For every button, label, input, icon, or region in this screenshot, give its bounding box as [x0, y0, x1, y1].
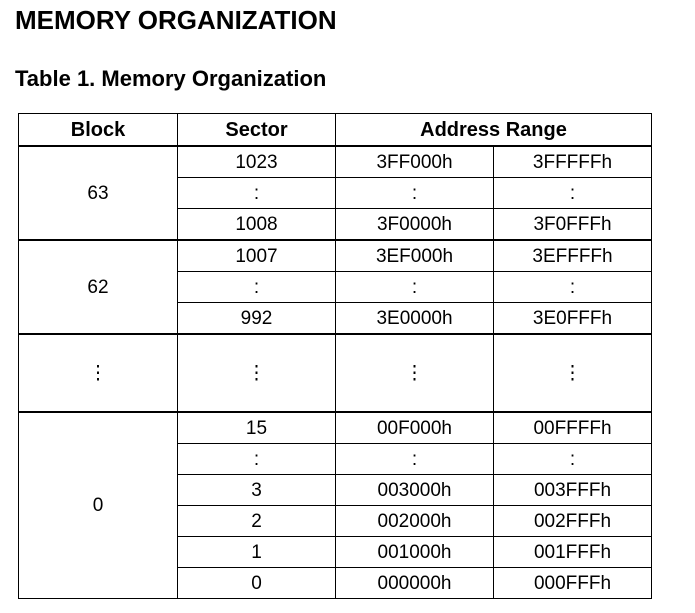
ellipsis-block-cell: ⋮: [18, 333, 178, 413]
vertical-ellipsis: ⋮: [247, 362, 266, 384]
sector-cell: 1008: [177, 208, 336, 241]
sector-cell: 992: [177, 302, 336, 335]
table-caption: Table 1. Memory Organization: [15, 66, 327, 91]
address-end-cell: 001FFFh: [493, 536, 652, 568]
address-end-cell: 3FFFFFh: [493, 145, 652, 178]
table-row: : : :: [19, 271, 652, 303]
header-address-range: Address Range: [335, 113, 652, 147]
sector-cell: 1023: [177, 145, 336, 178]
table-row: : : :: [19, 443, 652, 475]
sector-cell: 3: [177, 474, 336, 506]
ellipsis-sector-cell: ⋮: [177, 333, 336, 413]
address-end-cell: :: [493, 443, 652, 475]
sector-cell: 1: [177, 536, 336, 568]
address-start-cell: 002000h: [335, 505, 494, 537]
table-row: 1 001000h 001FFFh: [19, 536, 652, 568]
sector-cell: :: [177, 443, 336, 475]
address-start-cell: 3FF000h: [335, 145, 494, 178]
ellipsis-start-cell: ⋮: [335, 333, 494, 413]
table-row: 1008 3F0000h 3F0FFFh: [19, 208, 652, 241]
address-end-cell: 003FFFh: [493, 474, 652, 506]
table-row: 0 15 00F000h 00FFFFh: [18, 411, 652, 599]
sector-cell: 15: [177, 411, 336, 444]
table-row-ellipsis: ⋮ ⋮ ⋮ ⋮: [18, 333, 652, 413]
address-start-cell: 000000h: [335, 567, 494, 599]
block-cell-0: 0: [18, 411, 178, 599]
sector-cell: 0: [177, 567, 336, 599]
address-end-cell: :: [493, 177, 652, 209]
address-start-cell: 003000h: [335, 474, 494, 506]
block-cell-63: 63: [18, 145, 178, 241]
table-header-row: Block Sector Address Range: [18, 113, 652, 147]
address-end-cell: 3EFFFFh: [493, 239, 652, 272]
table-row: 2 002000h 002FFFh: [19, 505, 652, 537]
address-start-cell: 3E0000h: [335, 302, 494, 335]
sector-cell: :: [177, 177, 336, 209]
header-sector: Sector: [177, 113, 336, 147]
address-start-cell: :: [335, 177, 494, 209]
header-block: Block: [18, 113, 178, 147]
vertical-ellipsis: ⋮: [88, 362, 108, 384]
ellipsis-end-cell: ⋮: [493, 333, 652, 413]
address-end-cell: :: [493, 271, 652, 303]
address-start-cell: 3F0000h: [335, 208, 494, 241]
sector-cell: 1007: [177, 239, 336, 272]
page-heading: MEMORY ORGANIZATION: [15, 5, 337, 35]
address-end-cell: 000FFFh: [493, 567, 652, 599]
address-start-cell: :: [335, 443, 494, 475]
table-row: 0 000000h 000FFFh: [19, 567, 652, 599]
address-end-cell: 00FFFFh: [493, 411, 652, 444]
address-start-cell: 00F000h: [335, 411, 494, 444]
address-start-cell: 001000h: [335, 536, 494, 568]
memory-organization-table: Block Sector Address Range 63 1023 3FF00…: [18, 113, 652, 599]
address-end-cell: 3F0FFFh: [493, 208, 652, 241]
address-start-cell: :: [335, 271, 494, 303]
sector-cell: 2: [177, 505, 336, 537]
table-row: : : :: [19, 177, 652, 209]
block-cell-62: 62: [18, 239, 178, 335]
address-start-cell: 3EF000h: [335, 239, 494, 272]
vertical-ellipsis: ⋮: [405, 362, 424, 384]
vertical-ellipsis: ⋮: [563, 362, 582, 384]
address-end-cell: 3E0FFFh: [493, 302, 652, 335]
address-end-cell: 002FFFh: [493, 505, 652, 537]
sector-cell: :: [177, 271, 336, 303]
table-row: 62 1007 3EF000h 3EFFFFh: [18, 239, 652, 335]
table-row: 63 1023 3FF000h 3FFFFFh: [18, 145, 652, 241]
